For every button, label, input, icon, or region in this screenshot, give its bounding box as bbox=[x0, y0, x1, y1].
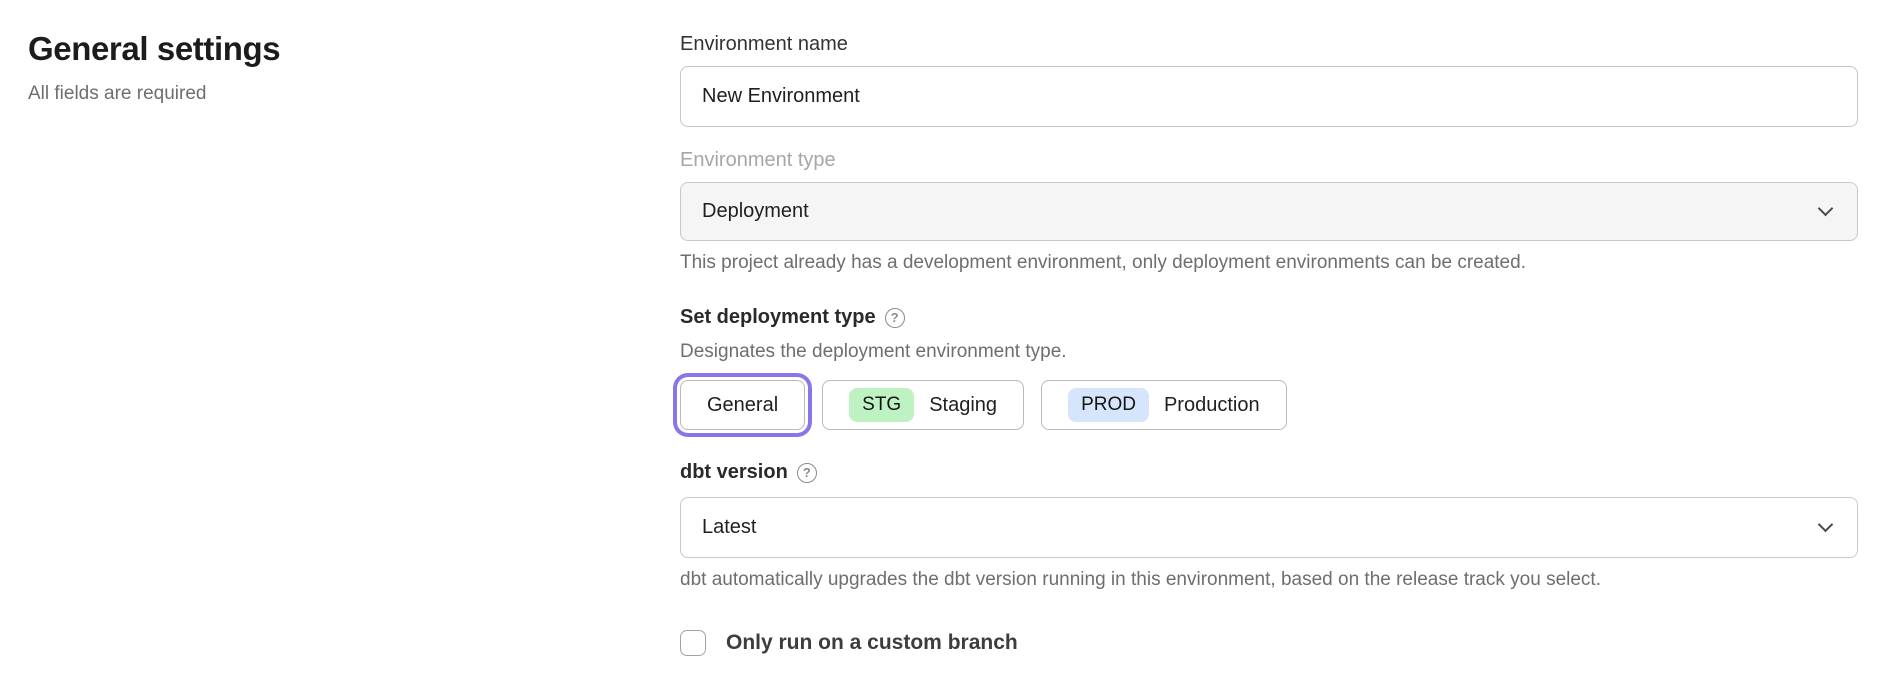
deployment-type-option-staging[interactable]: STG Staging bbox=[822, 380, 1025, 430]
dbt-version-value: Latest bbox=[702, 516, 757, 538]
deployment-type-heading: Set deployment type bbox=[680, 306, 876, 328]
dbt-version-helper: dbt automatically upgrades the dbt versi… bbox=[680, 569, 1601, 590]
custom-branch-row: Only run on a custom branch bbox=[680, 630, 1858, 656]
environment-name-label: Environment name bbox=[680, 33, 848, 55]
page-title: General settings bbox=[28, 30, 281, 67]
deployment-type-option-general[interactable]: General bbox=[680, 380, 806, 430]
deployment-type-options: General STG Staging PROD Production bbox=[680, 380, 1858, 430]
environment-type-select: Deployment bbox=[680, 182, 1858, 241]
chevron-down-icon bbox=[1817, 516, 1834, 533]
deployment-type-option-label: Staging bbox=[929, 393, 998, 416]
chevron-down-icon bbox=[1817, 200, 1834, 217]
staging-badge: STG bbox=[849, 388, 915, 422]
production-badge: PROD bbox=[1068, 388, 1149, 422]
section-intro: General settings All fields are required bbox=[0, 0, 680, 678]
custom-branch-label[interactable]: Only run on a custom branch bbox=[726, 631, 1018, 654]
environment-name-input[interactable] bbox=[680, 66, 1858, 127]
deployment-type-option-label: General bbox=[707, 393, 779, 416]
dbt-version-heading-row: dbt version ? bbox=[680, 461, 1858, 484]
deployment-type-option-production[interactable]: PROD Production bbox=[1041, 380, 1287, 430]
environment-type-value: Deployment bbox=[702, 200, 809, 222]
page-subtitle: All fields are required bbox=[28, 83, 207, 104]
environment-form: Environment name Environment type Deploy… bbox=[680, 0, 1858, 678]
deployment-type-description: Designates the deployment environment ty… bbox=[680, 341, 1067, 362]
environment-type-helper: This project already has a development e… bbox=[680, 252, 1526, 273]
help-icon[interactable]: ? bbox=[884, 307, 905, 328]
environment-type-group: Environment type Deployment This project… bbox=[680, 149, 1858, 274]
environment-type-label: Environment type bbox=[680, 149, 836, 171]
deployment-type-heading-row: Set deployment type ? bbox=[680, 306, 1858, 329]
dbt-version-label: dbt version bbox=[680, 461, 788, 483]
custom-branch-checkbox[interactable] bbox=[680, 630, 706, 656]
environment-name-group: Environment name bbox=[680, 33, 1858, 127]
help-icon[interactable]: ? bbox=[796, 462, 817, 483]
deployment-type-option-label: Production bbox=[1163, 393, 1260, 416]
dbt-version-select[interactable]: Latest bbox=[680, 497, 1858, 558]
